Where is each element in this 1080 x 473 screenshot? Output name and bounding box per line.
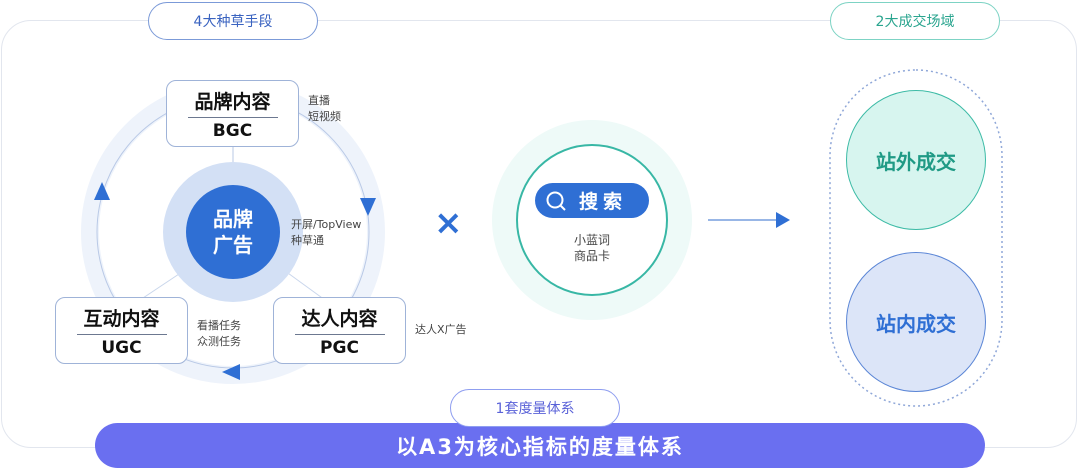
note: 短视频 xyxy=(308,110,341,123)
ugc-title: 互动内容 xyxy=(76,304,167,335)
means-pill: 4大种草手段 xyxy=(148,2,318,40)
deal-fields-pill: 2大成交场域 xyxy=(830,2,1000,40)
note: 种草通 xyxy=(291,234,324,247)
brand-ad-line2: 广告 xyxy=(213,233,253,257)
bgc-code: BGC xyxy=(212,120,253,141)
search-icon xyxy=(546,191,566,211)
ugc-notes: 看播任务 众测任务 xyxy=(197,318,241,350)
ugc-box: 互动内容 UGC xyxy=(55,297,188,364)
bgc-notes: 直播 短视频 xyxy=(308,93,341,125)
multiply-icon: × xyxy=(434,203,463,243)
onsite-deal-circle: 站内成交 xyxy=(846,252,986,392)
cycle-arrow-down-icon xyxy=(360,198,376,216)
metrics-pill: 1套度量体系 xyxy=(450,389,620,427)
note: 小蓝词 xyxy=(573,233,610,247)
pgc-code: PGC xyxy=(320,337,359,358)
note: 众测任务 xyxy=(197,335,241,348)
offsite-deal-circle: 站外成交 xyxy=(846,90,986,230)
flow-arrow-icon xyxy=(776,212,790,228)
cycle-arrow-up-icon xyxy=(94,182,110,200)
note: 商品卡 xyxy=(573,249,610,263)
pgc-box: 达人内容 PGC xyxy=(273,297,406,364)
search-label: 搜索 xyxy=(579,191,628,213)
search-notes: 小蓝词 商品卡 xyxy=(562,232,622,264)
note: 直播 xyxy=(308,94,330,107)
cycle-arrow-left-icon xyxy=(222,364,240,380)
metrics-bar: 以A3为核心指标的度量体系 xyxy=(95,423,985,468)
bgc-box: 品牌内容 BGC xyxy=(166,80,299,147)
search-pill: 搜索 xyxy=(535,183,649,218)
brand-ad-line1: 品牌 xyxy=(213,207,253,231)
brand-ad-notes: 开屏/TopView 种草通 xyxy=(291,217,361,249)
note: 看播任务 xyxy=(197,319,241,332)
note: 达人X广告 xyxy=(415,323,467,336)
ugc-code: UGC xyxy=(101,337,142,358)
pgc-notes: 达人X广告 xyxy=(415,322,467,338)
bgc-title: 品牌内容 xyxy=(187,87,278,118)
note: 开屏/TopView xyxy=(291,218,362,231)
brand-ad-circle: 品牌 广告 xyxy=(186,185,280,279)
pgc-title: 达人内容 xyxy=(294,304,385,335)
